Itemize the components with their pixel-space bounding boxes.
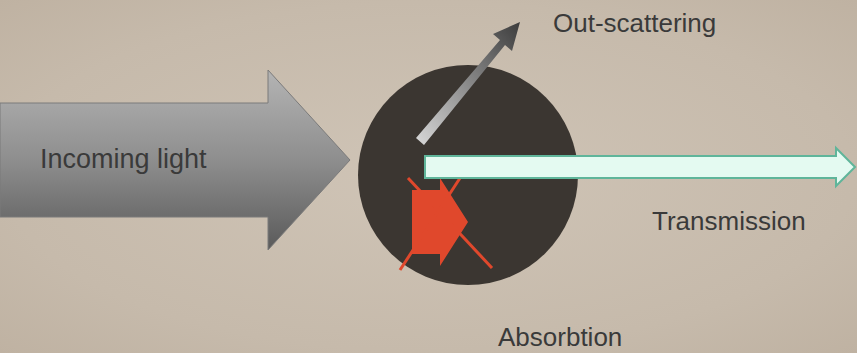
annotation-label: Absorbtion <box>498 322 622 353</box>
cross-line <box>400 175 462 270</box>
annotation-label: Transmission <box>652 206 806 237</box>
annotation-label: Out-scattering <box>553 8 716 39</box>
cross-line <box>408 178 492 268</box>
arrow-shape: Incoming light <box>0 70 352 250</box>
out-scattering-arrow <box>416 22 520 145</box>
node-label: Incoming light <box>40 144 260 175</box>
transmission-arrow <box>425 148 855 186</box>
